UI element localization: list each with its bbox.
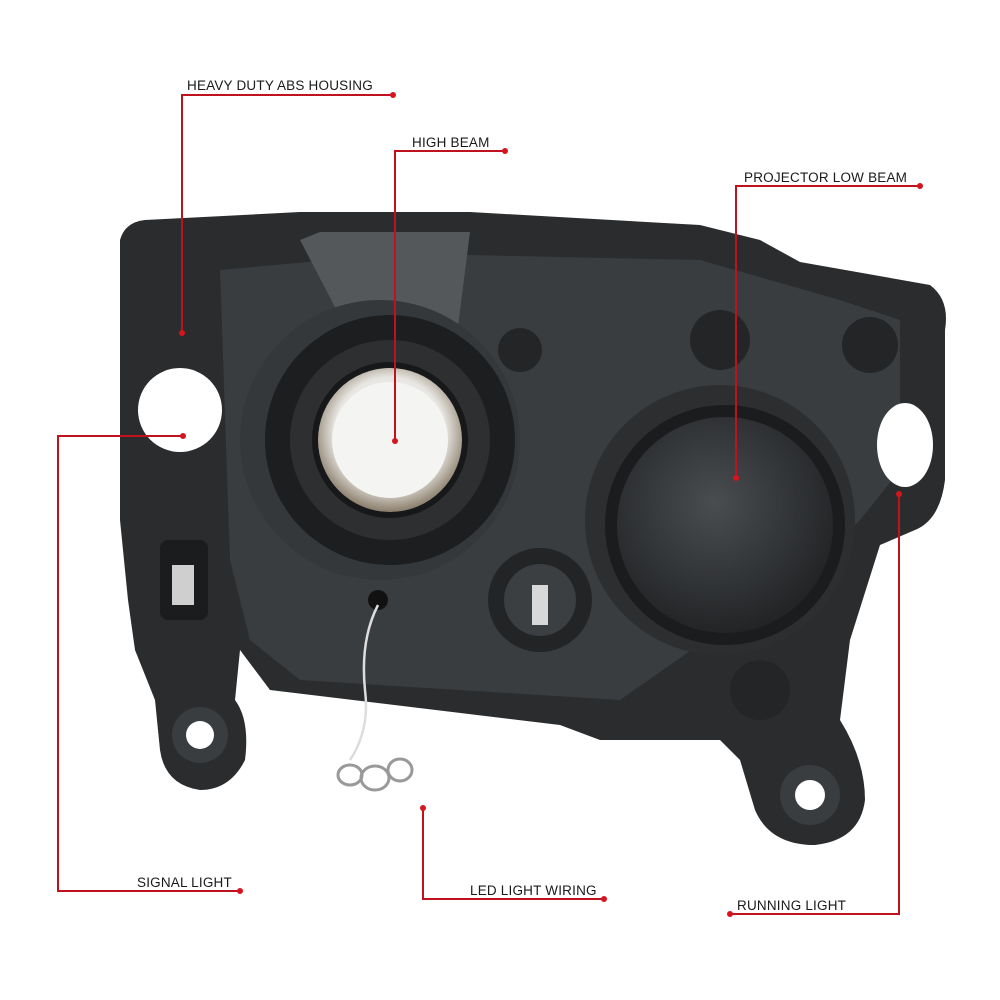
callout-led-wiring: LED LIGHT WIRING — [470, 883, 597, 898]
callout-high-beam: HIGH BEAM — [412, 135, 490, 150]
callout-running-light: RUNNING LIGHT — [737, 898, 847, 913]
callout-low-beam: PROJECTOR LOW BEAM — [744, 170, 908, 185]
leader-lines — [57, 94, 920, 915]
callout-signal-light: SIGNAL LIGHT — [137, 875, 232, 890]
leader-dots — [179, 92, 923, 917]
callout-housing: HEAVY DUTY ABS HOUSING — [187, 78, 373, 93]
housing-body — [120, 212, 946, 845]
